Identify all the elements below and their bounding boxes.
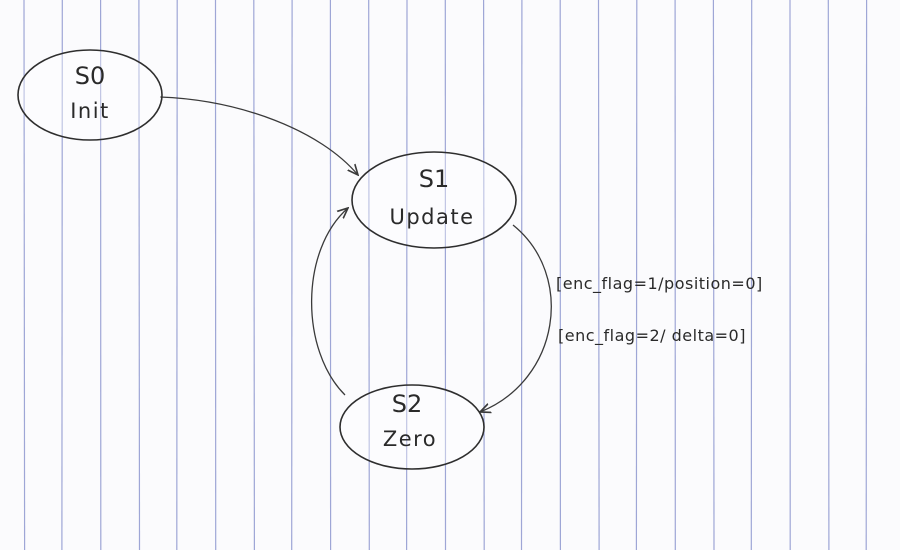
ruled-line: [597, 0, 600, 550]
ruled-lines: [23, 0, 868, 550]
transition-s0-s1: [159, 96, 358, 175]
ruled-line: [712, 0, 715, 550]
ruled-line: [483, 0, 485, 550]
state-s1-ellipse: [351, 151, 517, 249]
transition-s1-s2: [480, 224, 552, 412]
state-s0-id: S0: [75, 62, 106, 90]
ruled-line: [368, 0, 370, 550]
state-s0: S0 Init: [17, 49, 163, 141]
ruled-line: [23, 0, 26, 550]
ruled-line: [827, 0, 830, 550]
state-s2: S2 Zero: [339, 384, 485, 470]
state-s0-ellipse: [17, 49, 163, 141]
guard-label-1: [enc_flag=1/position=0]: [556, 274, 763, 294]
ruled-line: [253, 0, 255, 550]
guard-label-2: [enc_flag=2/ delta=0]: [558, 326, 746, 346]
state-s1: S1 Update: [351, 151, 517, 249]
ruled-line: [138, 0, 141, 550]
state-s1-id: S1: [419, 165, 450, 193]
state-s2-id: S2: [392, 390, 423, 418]
state-s0-name: Init: [70, 99, 110, 123]
state-s2-ellipse: [339, 384, 485, 470]
state-s1-name: Update: [389, 205, 474, 229]
transition-s2-s1: [310, 208, 348, 396]
state-s2-name: Zero: [383, 427, 437, 451]
